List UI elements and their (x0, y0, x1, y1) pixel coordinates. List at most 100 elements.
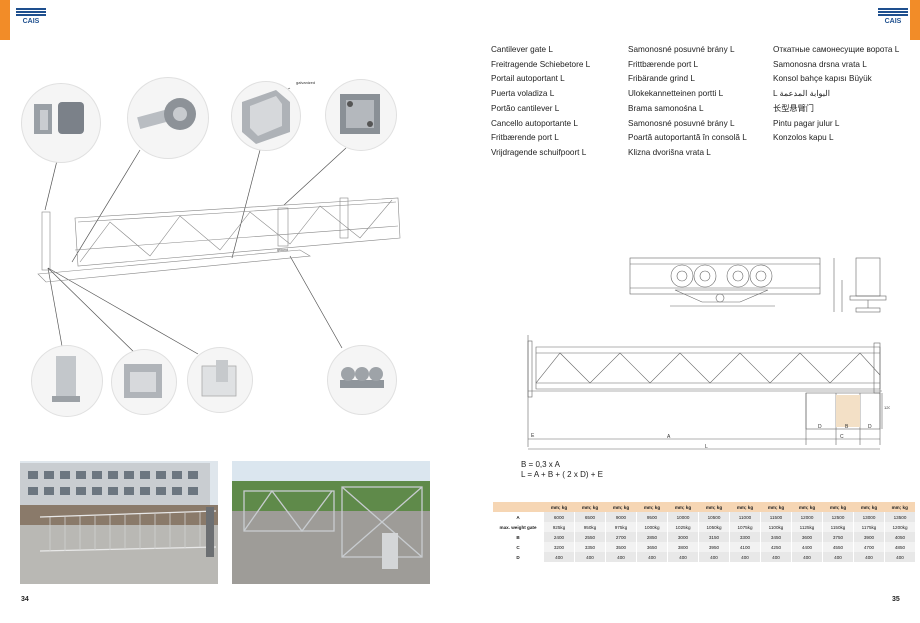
galvanised-label: galvanized (296, 80, 316, 85)
lang-line: 长型悬臂门 (773, 103, 814, 113)
table-cell: 3800 (667, 542, 699, 552)
table-row-label: B (493, 532, 544, 542)
table-cell: 3950 (698, 542, 730, 552)
table-header-cell: mm; kg (822, 502, 854, 512)
dim-label-d2: D (868, 424, 872, 430)
table-cell: 4850 (884, 542, 915, 552)
gate-photo-building (20, 461, 218, 584)
table-row-label: D (493, 552, 544, 562)
svg-text:ground: ground (277, 248, 288, 252)
gate-dimension-drawing: A L D B D C E 1200 (527, 335, 890, 450)
detail-circle-guide (188, 348, 252, 412)
table-cell: 400 (574, 552, 606, 562)
table-header-cell: mm; kg (543, 502, 575, 512)
lang-line: Samonosné posuvné brány L (628, 118, 735, 128)
table-cell: 400 (791, 552, 823, 562)
table-cell: 13000 (853, 512, 885, 522)
gate-illustration: ground (37, 87, 401, 359)
dim-label-a: A (667, 434, 671, 440)
lang-line: Portail autoportant L (491, 74, 565, 84)
lang-line: Fribärande grind L (628, 74, 695, 84)
lang-line: Klizna dvorišna vrata L (628, 147, 711, 157)
table-cell: 3200 (543, 542, 575, 552)
lang-line: Vrijdragende schuifpoort L (491, 147, 587, 157)
lang-line: Откатные самонесущие ворота L (773, 45, 900, 54)
table-cell: 975kg (605, 522, 637, 532)
table-cell: 4700 (853, 542, 885, 552)
table-cell: 400 (822, 552, 854, 562)
table-cell: 4100 (729, 542, 761, 552)
table-cell: 4050 (884, 532, 915, 542)
formula-block: B = 0,3 x A L = A + B + ( 2 x D) + E (521, 460, 603, 480)
table-row-label: A (493, 512, 544, 522)
table-cell: 4550 (822, 542, 854, 552)
accent-corner-left (0, 0, 10, 40)
detail-circle-catcher (112, 350, 176, 414)
lang-line: Cantilever gate L (491, 45, 553, 54)
dim-label-e: E (531, 433, 535, 439)
table-header-cell: mm; kg (667, 502, 699, 512)
table-cell: 1175kg (853, 522, 885, 532)
table-cell: 950kg (574, 522, 606, 532)
formula-b: B = 0,3 x A (521, 460, 560, 469)
lang-line: Brama samonośna L (628, 103, 704, 113)
table-cell: 1025kg (667, 522, 699, 532)
table-cell: 2550 (574, 532, 606, 542)
lang-line: Portão cantilever L (491, 103, 560, 113)
table-cell: 400 (605, 552, 637, 562)
detail-circle-roller (128, 78, 208, 158)
table-row-label: C (493, 542, 544, 552)
brand-logo-left: CAIS (16, 8, 46, 26)
table-cell: 3350 (574, 542, 606, 552)
lang-line: Ulokekannetteinen portti L (628, 89, 724, 99)
table-cell: 6500 (574, 512, 606, 522)
lang-line: Konzolos kapu L (773, 133, 834, 143)
lang-line: Samonosné posuvné brány L (628, 45, 735, 54)
lang-col-3: Откатные самонесущие ворота L Samonosna … (773, 43, 899, 146)
lang-line: Freitragende Schiebetore L (491, 59, 591, 69)
table-cell: 400 (884, 552, 915, 562)
table-cell: 12500 (822, 512, 854, 522)
table-cell: 13500 (884, 512, 915, 522)
dim-label-l: L (705, 444, 708, 450)
table-cell: 400 (853, 552, 885, 562)
table-cell: 3450 (760, 532, 792, 542)
dim-label-d1: D (818, 424, 822, 430)
table-header-cell: mm; kg (605, 502, 637, 512)
table-cell: 3750 (822, 532, 854, 542)
formula-l: L = A + B + ( 2 x D) + E (521, 470, 603, 479)
table-header-cell: mm; kg (884, 502, 915, 512)
carriage-drawing (629, 257, 887, 313)
detail-circle-endcap (22, 84, 100, 162)
table-cell: 1000kg (636, 522, 668, 532)
dim-label-1200: 1200 (884, 405, 890, 410)
lang-line: Frittbærende port L (628, 59, 699, 69)
table-cell: 1150kg (822, 522, 854, 532)
table-cell: 925kg (543, 522, 575, 532)
table-cell: 2700 (605, 532, 637, 542)
table-cell: 4400 (791, 542, 823, 552)
table-cell: 1075kg (729, 522, 761, 532)
table-cell: 400 (636, 552, 668, 562)
table-cell: 12000 (791, 512, 823, 522)
lang-line: Pintu pagar julur L (773, 118, 840, 128)
table-cell: 10000 (667, 512, 699, 522)
table-row-label: max. weight gate (493, 522, 544, 532)
lang-line: Puerta voladiza L (491, 89, 555, 99)
lang-line: Poartă autoportantă în consolă L (628, 133, 747, 143)
lang-line: L البوابة المدعمة (773, 89, 831, 99)
table-header-cell: mm; kg (729, 502, 761, 512)
table-cell: 11500 (760, 512, 792, 522)
table-header-row: mm; kg mm; kg mm; kg mm; kg mm; kg mm; k… (493, 502, 915, 512)
table-cell: 3300 (729, 532, 761, 542)
table-cell: 400 (698, 552, 730, 562)
dim-label-b: B (845, 424, 849, 430)
detail-circle-profile (232, 82, 300, 150)
table-cell: 3500 (605, 542, 637, 552)
table-cell: 4250 (760, 542, 792, 552)
table-cell: 400 (543, 552, 575, 562)
lang-line: Samonosna drsna vrata L (773, 59, 867, 69)
